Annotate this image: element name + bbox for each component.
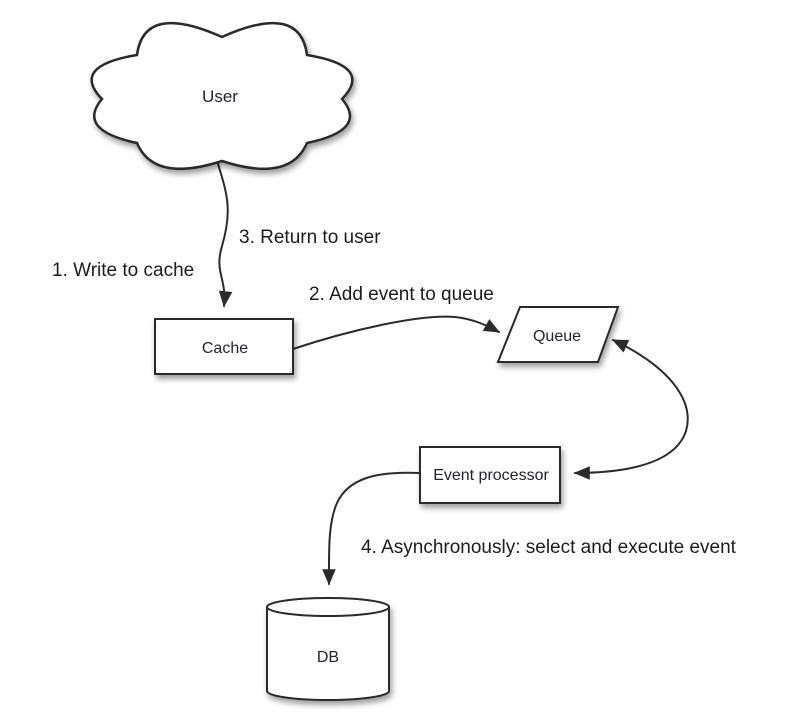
- event-processor-label: Event processor: [433, 467, 549, 484]
- user-label: User: [202, 87, 238, 106]
- db-label: DB: [317, 649, 339, 666]
- edge-label-async-select-execute: 4. Asynchronously: select and execute ev…: [361, 537, 737, 558]
- arrow-cache-to-queue: [292, 315, 501, 350]
- edge-label-return-to-user: 3. Return to user: [239, 227, 381, 248]
- arrow-event-processor-to-db: [322, 471, 421, 586]
- cache-label: Cache: [202, 340, 248, 357]
- queue-label: Queue: [533, 328, 581, 345]
- edge-label-add-event-to-queue: 2. Add event to queue: [309, 284, 494, 305]
- cache-box: [154, 318, 294, 375]
- event-processor-box: [419, 446, 561, 504]
- db-cylinder-body: [266, 607, 390, 701]
- arrow-user-to-cache: [217, 163, 233, 308]
- user-cloud: [90, 21, 354, 171]
- db-cylinder-top: [266, 597, 390, 617]
- edge-label-write-to-cache: 1. Write to cache: [52, 260, 194, 281]
- db-cylinder: [266, 597, 390, 701]
- queue-parallelogram: [496, 306, 620, 363]
- arrow-queue-event-processor: [573, 339, 689, 480]
